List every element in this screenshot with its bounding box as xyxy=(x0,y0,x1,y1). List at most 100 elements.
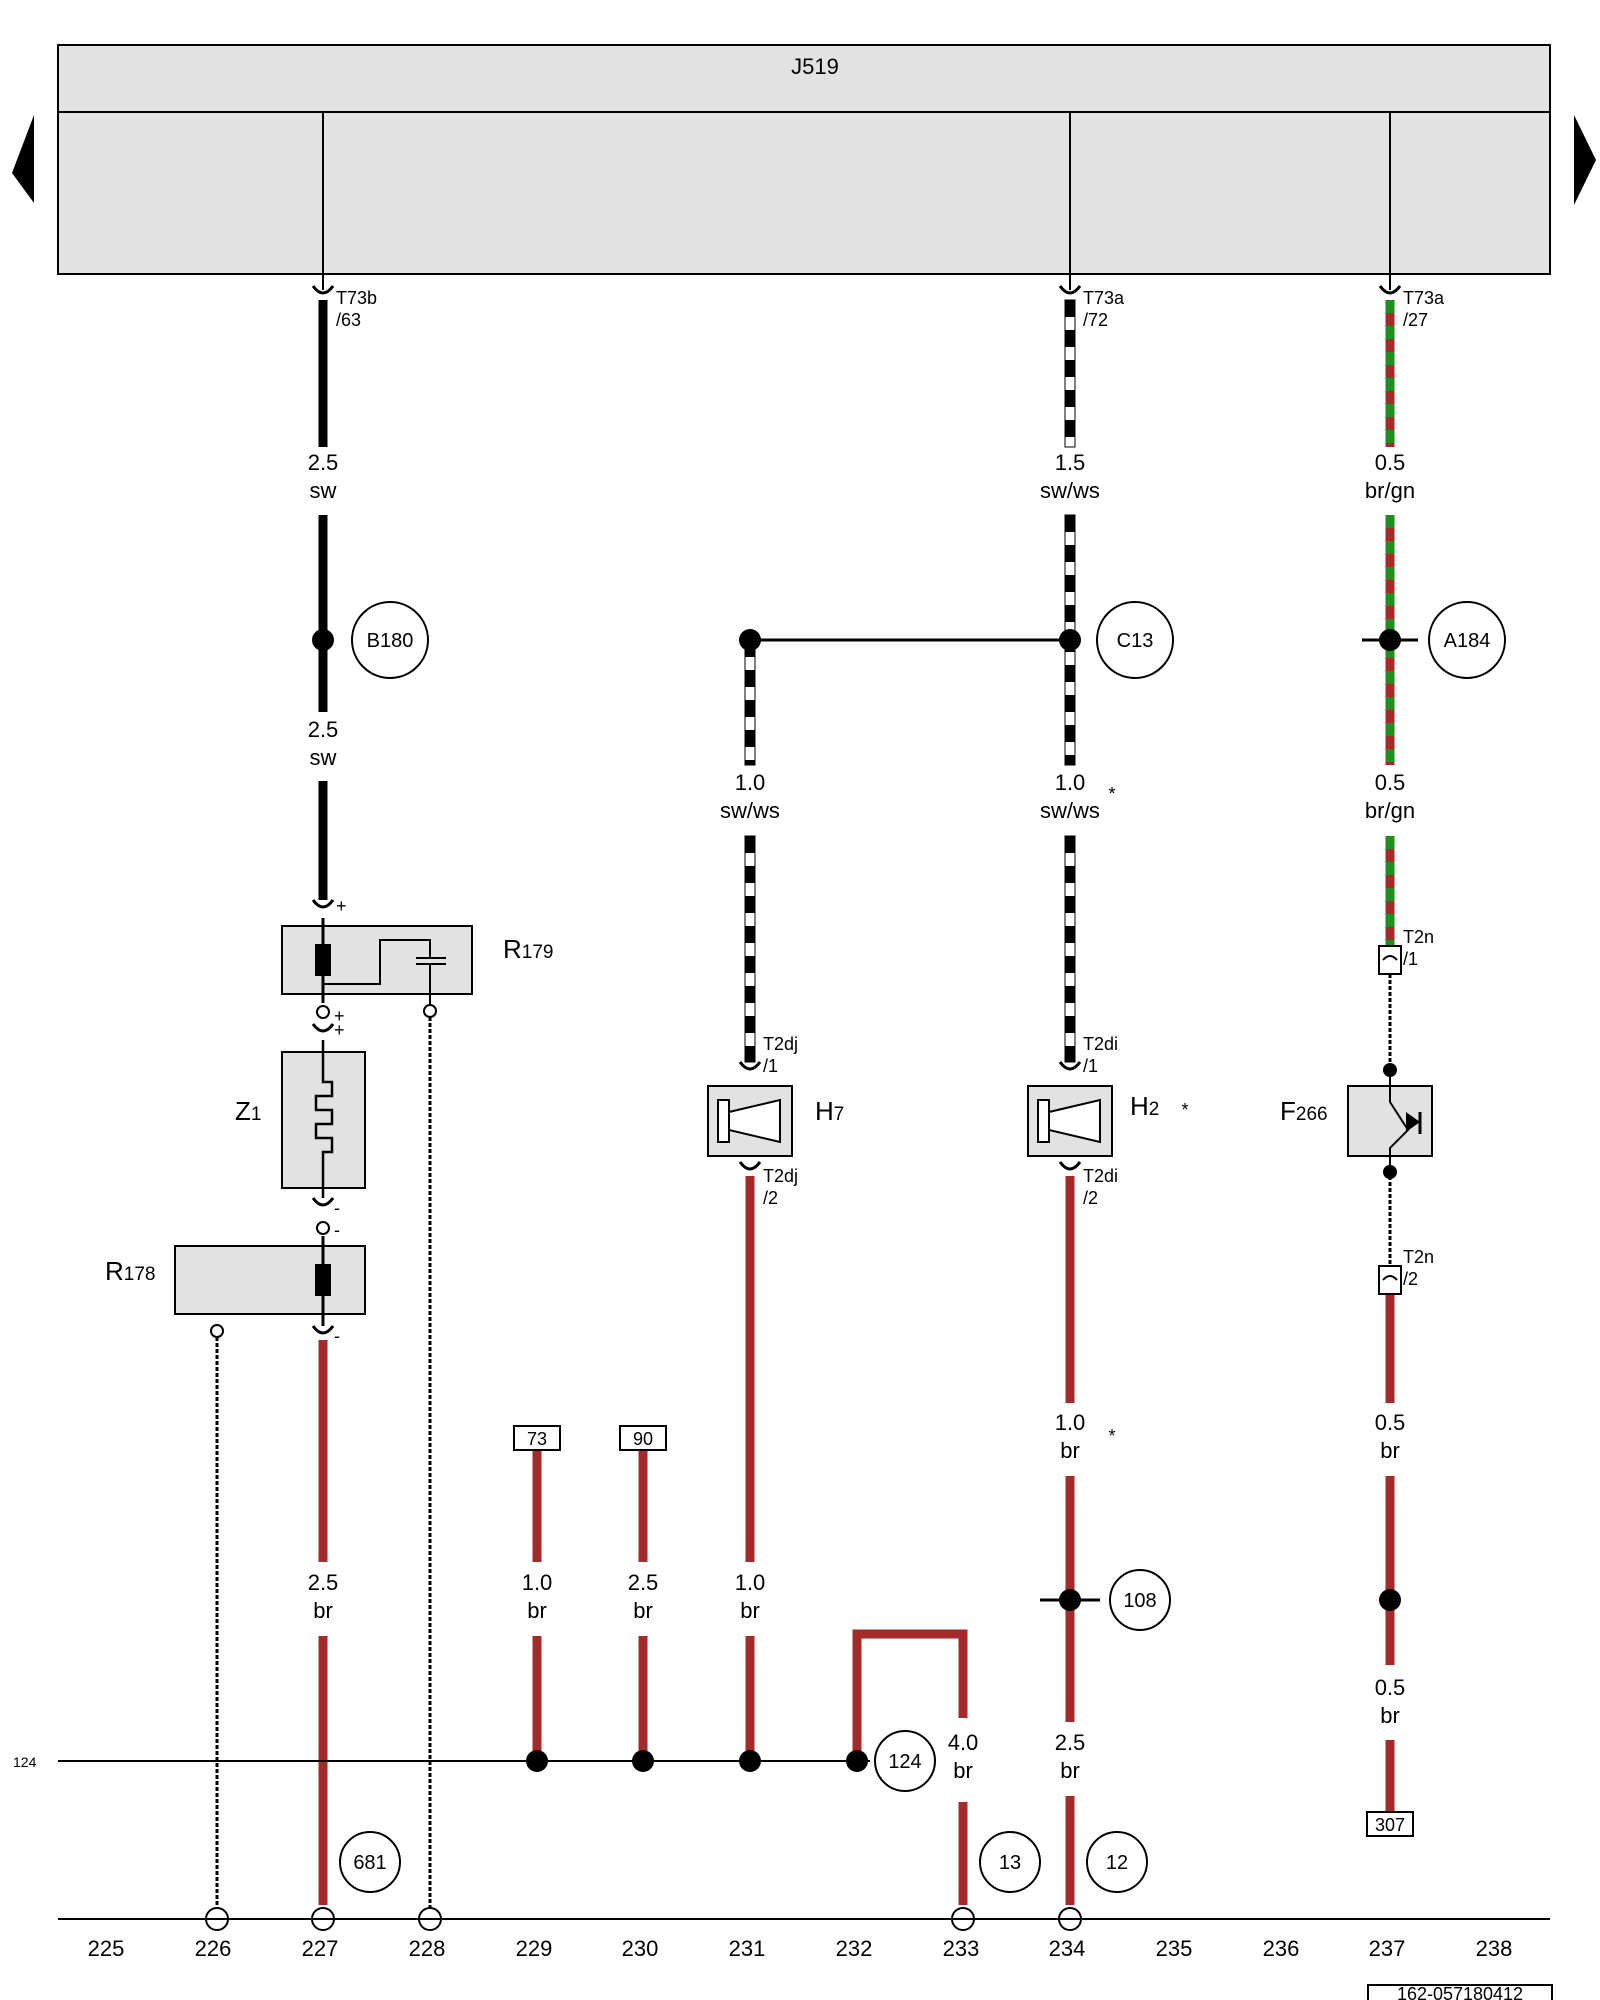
component-r179 xyxy=(281,925,473,995)
junction-b180 xyxy=(312,629,334,651)
junction-c13 xyxy=(1059,629,1081,651)
connector-hook-z1-plus xyxy=(311,1023,335,1033)
h7-horn-bell xyxy=(728,1098,781,1144)
footnote-asterisk: * xyxy=(1108,784,1115,804)
column-number: 225 xyxy=(88,1936,125,1961)
component-subscript: 2 xyxy=(1149,1099,1160,1120)
wire-size-label: 2.5 xyxy=(1055,1730,1086,1755)
terminal-r179-plus xyxy=(316,1005,330,1019)
node-label: 108 xyxy=(1123,1590,1156,1612)
wire-color-label: br xyxy=(1380,1703,1400,1728)
connector-pin-label: T2di xyxy=(1083,1034,1118,1054)
connector-pin-number: /2 xyxy=(763,1188,778,1208)
component-label: R179 xyxy=(503,934,553,964)
connector-hook-t73a27 xyxy=(1378,285,1402,295)
column-number: 230 xyxy=(622,1936,659,1961)
wire-color-label: br xyxy=(1060,1438,1080,1463)
component-subscript: 1 xyxy=(251,1104,262,1125)
wire-color-label: sw/ws xyxy=(720,798,780,823)
column-number: 236 xyxy=(1263,1936,1300,1961)
polarity-sign: + xyxy=(334,1006,345,1026)
node-label: 124 xyxy=(888,1751,921,1773)
node-circle xyxy=(874,1730,936,1792)
column-number: 235 xyxy=(1156,1936,1193,1961)
document-code-text: 162-057180412 xyxy=(1397,1984,1523,2000)
node-circle xyxy=(351,601,429,679)
wire-color-label: br xyxy=(313,1598,333,1623)
h2-horn-base xyxy=(1037,1099,1050,1143)
column-number: 227 xyxy=(302,1936,339,1961)
prev-page-arrow[interactable] xyxy=(12,115,34,203)
component-letter: H xyxy=(815,1096,834,1126)
component-letter: R xyxy=(105,1256,124,1286)
connector-pin-label: T2dj xyxy=(763,1166,798,1186)
connector-pin-number: /2 xyxy=(1403,1269,1418,1289)
connector-pin-number: /27 xyxy=(1403,310,1428,330)
connector-hook-t2dj2 xyxy=(738,1161,762,1171)
connector-hook-r179-plus xyxy=(311,899,335,909)
ground-bus-label: 124 xyxy=(13,1754,37,1770)
connector-pin-number: /63 xyxy=(336,310,361,330)
f266-switch-arrow xyxy=(1406,1112,1420,1132)
node-circle xyxy=(1428,601,1506,679)
connector-hook-r178-minus xyxy=(311,1325,335,1335)
node-circle xyxy=(979,1831,1041,1893)
connector-t2n1-box xyxy=(1378,945,1402,975)
component-label: F266 xyxy=(1280,1096,1328,1126)
junction-237 xyxy=(1379,1589,1401,1611)
label-layer: T73b/632.5swB1802.5sw+R179++Z1--R178-2.5… xyxy=(105,288,1506,1893)
junction-108 xyxy=(1059,1589,1081,1611)
z1-heating-element xyxy=(314,1040,334,1198)
wire-size-label: 0.5 xyxy=(1375,1410,1406,1435)
wire-color-label: br xyxy=(1060,1758,1080,1783)
connector-hook-t73a72 xyxy=(1058,285,1082,295)
column-number: 238 xyxy=(1476,1936,1513,1961)
h7-horn-base xyxy=(717,1099,730,1143)
component-r178 xyxy=(174,1245,366,1315)
column-number: 229 xyxy=(516,1936,553,1961)
connector-pin-label: T73a xyxy=(1403,288,1445,308)
connector-pin-label: T73a xyxy=(1083,288,1125,308)
column-number: 232 xyxy=(836,1936,873,1961)
connector-pin-label: T2dj xyxy=(763,1034,798,1054)
component-letter: H xyxy=(1130,1091,1149,1121)
component-letter: Z xyxy=(235,1096,251,1126)
r179-trace xyxy=(323,939,431,985)
connector-hook-t2dj1 xyxy=(738,1061,762,1071)
node-label: C13 xyxy=(1117,630,1154,652)
reference-label: 90 xyxy=(633,1429,653,1449)
wire-color-label: br xyxy=(953,1758,973,1783)
wire-size-label: 1.0 xyxy=(735,1570,766,1595)
wire-size-label: 0.5 xyxy=(1375,450,1406,475)
node-label: 12 xyxy=(1106,1852,1128,1874)
column-number: 228 xyxy=(409,1936,446,1961)
component-layer xyxy=(174,918,1433,1326)
wire-size-label: 2.5 xyxy=(308,717,339,742)
component-label: H7 xyxy=(815,1096,844,1126)
junction-a184 xyxy=(1379,629,1401,651)
wire-color-label: br xyxy=(527,1598,547,1623)
component-subscript: 178 xyxy=(124,1264,156,1285)
footnote-asterisk: * xyxy=(1108,1426,1115,1446)
polarity-sign: - xyxy=(334,1198,340,1218)
connector-pin-number: /1 xyxy=(1083,1056,1098,1076)
connector-hook-t2di2 xyxy=(1058,1161,1082,1171)
connector-pin-number: /72 xyxy=(1083,310,1108,330)
reference-label: 307 xyxy=(1375,1815,1405,1835)
next-page-arrow[interactable] xyxy=(1574,115,1596,205)
node-circle xyxy=(1096,601,1174,679)
wire-size-label: 2.5 xyxy=(628,1570,659,1595)
component-subscript: 266 xyxy=(1296,1104,1328,1125)
wire-color-label: sw/ws xyxy=(1040,798,1100,823)
document-code: 162-057180412 xyxy=(1367,1984,1553,2000)
column-number: 234 xyxy=(1049,1936,1086,1961)
wire-size-label: 1.0 xyxy=(522,1570,553,1595)
polarity-sign: - xyxy=(334,1220,340,1240)
node-label: B180 xyxy=(367,630,414,652)
node-circle xyxy=(1109,1569,1171,1631)
wire-color-label: br xyxy=(740,1598,760,1623)
wire-color-label: sw/ws xyxy=(1040,478,1100,503)
node-label: 681 xyxy=(353,1852,386,1874)
reference-box xyxy=(513,1425,561,1451)
node-label: 13 xyxy=(999,1852,1021,1874)
